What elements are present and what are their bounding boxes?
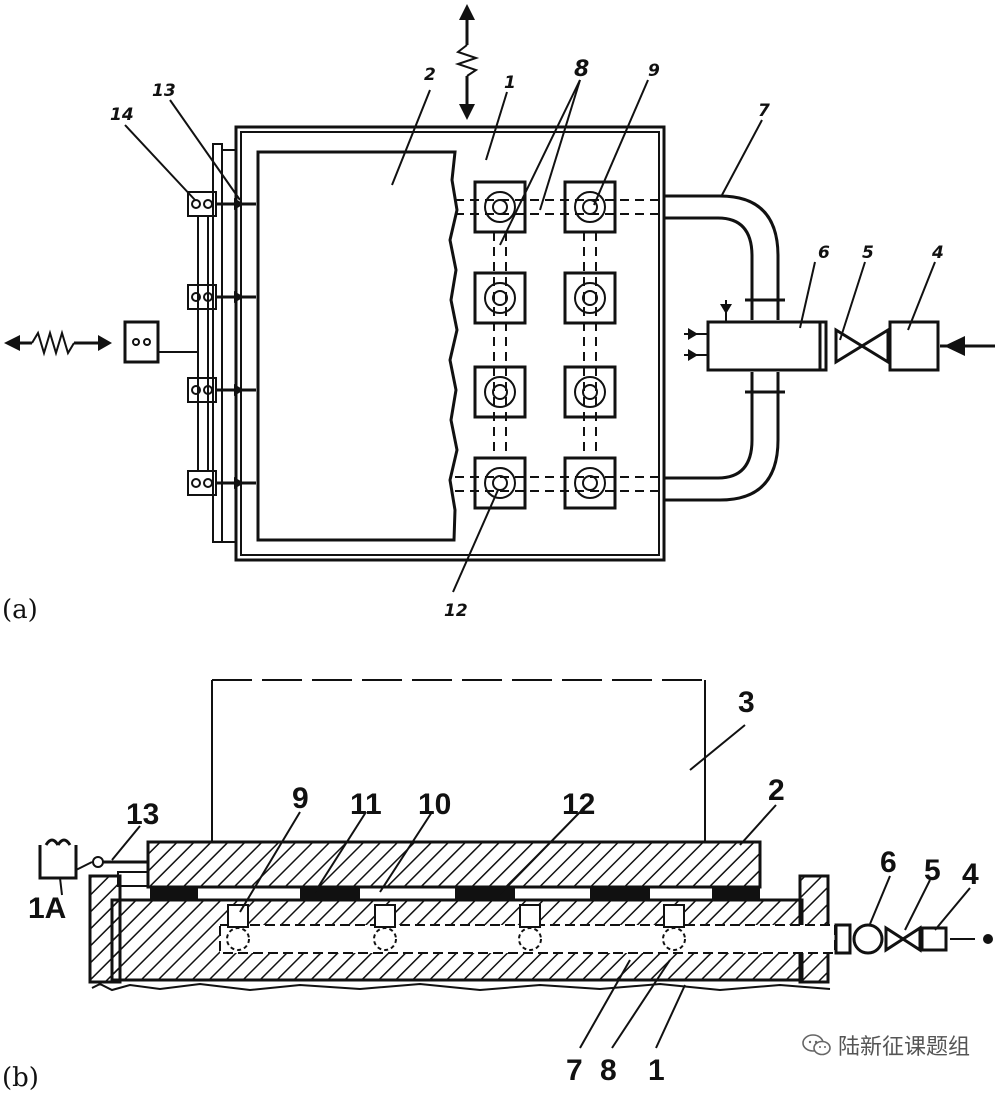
manifold-6 bbox=[706, 320, 828, 372]
ground-line bbox=[91, 982, 831, 992]
label-a-1: 1 bbox=[504, 73, 516, 93]
manifold-6-section bbox=[852, 923, 884, 955]
label-b-9: 9 bbox=[292, 782, 309, 815]
left-pin-groups bbox=[187, 191, 256, 496]
inlet-4-section bbox=[920, 926, 948, 952]
panel-b-section-view: 3 2 9 11 10 12 13 1A 6 5 4 7 8 1 (b) bbox=[2, 679, 993, 1093]
left-actuator bbox=[123, 320, 160, 364]
jack-pad bbox=[473, 456, 527, 510]
label-b-10: 10 bbox=[418, 788, 451, 821]
label-a-2: 2 bbox=[424, 65, 436, 85]
label-b-14: 1A bbox=[28, 892, 66, 925]
jack-pad bbox=[563, 365, 617, 419]
flow-dot bbox=[983, 934, 993, 944]
label-b-2: 2 bbox=[768, 774, 785, 807]
label-b-4: 4 bbox=[962, 858, 979, 891]
label-b-1: 1 bbox=[648, 1054, 665, 1087]
label-b-5: 5 bbox=[924, 854, 941, 887]
panel-a-plan-view: 1 2 8 9 7 6 5 4 13 14 12 (a) bbox=[2, 4, 995, 625]
pipe-upper-inner bbox=[664, 216, 754, 320]
top-spring-arrow bbox=[454, 4, 480, 120]
left-edge-strip-2 bbox=[221, 149, 237, 543]
pipe-upper bbox=[664, 194, 780, 320]
jack-pad bbox=[563, 456, 617, 510]
watermark: 陆新征课题组 bbox=[802, 1029, 970, 1061]
slab-2 bbox=[256, 150, 459, 542]
label-a-13: 13 bbox=[152, 81, 176, 101]
pipe-lower bbox=[664, 372, 780, 502]
jack-pad bbox=[563, 180, 617, 234]
pipe-risers bbox=[226, 904, 686, 951]
jack-pads bbox=[473, 180, 617, 510]
watermark-text: 陆新征课题组 bbox=[837, 1035, 970, 1060]
left-jack-section bbox=[38, 838, 149, 887]
label-a-5: 5 bbox=[862, 243, 874, 263]
panel-b-tag: (b) bbox=[2, 1063, 39, 1093]
label-b-6: 6 bbox=[880, 846, 897, 879]
label-a-4: 4 bbox=[931, 243, 944, 263]
jack-pad bbox=[473, 365, 527, 419]
slab-2-section bbox=[146, 840, 762, 889]
label-b-8: 8 bbox=[600, 1054, 617, 1087]
base-outline-inner bbox=[240, 131, 660, 556]
jack-pad bbox=[473, 180, 527, 234]
label-b-3: 3 bbox=[738, 686, 755, 719]
label-a-7: 7 bbox=[758, 101, 770, 121]
panel-a-leaders bbox=[124, 79, 936, 593]
flange-section bbox=[834, 923, 852, 955]
label-a-6: 6 bbox=[818, 243, 830, 263]
panel-b-leaders bbox=[59, 724, 971, 1049]
pipe-lower-inner bbox=[664, 372, 754, 480]
label-b-11: 11 bbox=[350, 788, 382, 821]
hidden-pipes bbox=[455, 199, 664, 492]
wechat-icon bbox=[802, 1034, 831, 1056]
label-a-12: 12 bbox=[444, 601, 468, 621]
inlet-4 bbox=[888, 320, 940, 372]
label-b-12: 12 bbox=[562, 788, 595, 821]
jack-pad bbox=[473, 271, 527, 325]
valve-5-section bbox=[884, 925, 906, 953]
valve-5 bbox=[834, 327, 890, 365]
manifold-small-valves bbox=[684, 300, 732, 361]
label-b-13: 13 bbox=[126, 798, 159, 831]
label-a-9: 9 bbox=[648, 61, 660, 81]
label-b-7: 7 bbox=[566, 1054, 583, 1087]
label-a-8: 8 bbox=[574, 57, 589, 82]
panel-a-tag: (a) bbox=[2, 595, 38, 625]
jack-pad bbox=[563, 271, 617, 325]
left-spring-arrow bbox=[4, 329, 112, 357]
label-a-14: 14 bbox=[110, 105, 134, 125]
left-end-wall bbox=[88, 874, 122, 984]
